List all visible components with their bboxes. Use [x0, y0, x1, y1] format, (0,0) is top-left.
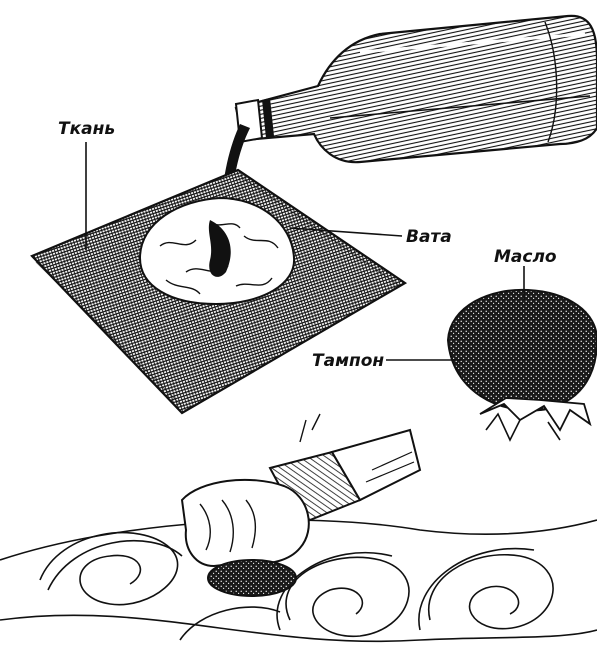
label-oil: Масло: [494, 247, 557, 267]
label-pad: Тампон: [312, 351, 384, 371]
label-cotton: Вата: [406, 227, 452, 247]
bottle: [236, 16, 597, 162]
hand-rubbing: [182, 414, 420, 596]
label-fabric: Ткань: [58, 119, 115, 139]
pad-tampon: [448, 290, 597, 440]
